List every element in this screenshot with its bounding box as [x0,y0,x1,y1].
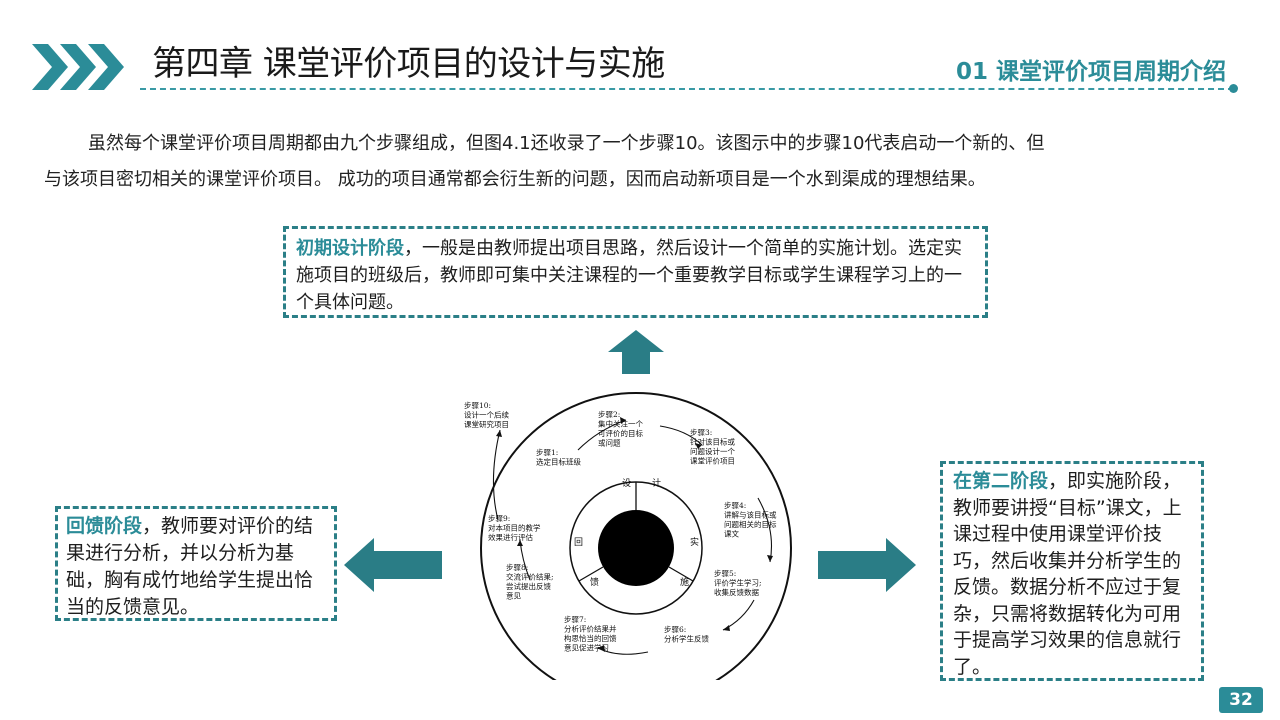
box-text: ，教师要对评价的结果进行分析，并以分析为基础，胸有成竹地给学生提出恰当的反馈意见… [66,515,314,618]
arrow-left-icon [344,538,442,592]
cycle-step-4: 步骤4:讲解与该目标或问题相关的目标课文 [724,501,777,539]
cycle-step-line: 尝试提出反馈 [506,581,551,591]
box-highlight: 回馈阶段 [66,515,143,537]
cycle-step-line: 步骤4: [724,501,746,510]
cycle-step-line: 步骤2: [598,410,620,419]
cycle-step-line: 对本项目的教学 [488,523,541,533]
cycle-step-9: 步骤9:对本项目的教学效果进行评估 [488,514,541,542]
arrow-up-icon [608,330,664,374]
initial-design-stage-box: 初期设计阶段，一般是由教师提出项目思路，然后设计一个简单的实施计划。选定实施项目… [283,226,988,318]
cycle-step-line: 或问题 [598,438,621,448]
cycle-step-6: 步骤6:分析学生反馈 [664,625,709,644]
box-highlight: 初期设计阶段 [296,238,404,259]
implementation-stage-box: 在第二阶段，即实施阶段，教师要讲授“目标”课文，上课过程中使用课堂评价技巧，然后… [940,461,1204,681]
cycle-step-line: 构思恰当的回馈 [564,633,617,643]
cycle-step-line: 针对该目标或 [690,437,735,447]
feedback-stage-box: 回馈阶段，教师要对评价的结果进行分析，并以分析为基础，胸有成竹地给学生提出恰当的… [55,506,337,621]
box-text: ，一般是由教师提出项目思路，然后设计一个简单的实施计划。选定实施项目的班级后，教… [296,238,962,313]
chevron-decoration-icon [32,44,124,90]
cycle-step-line: 步骤6: [664,625,686,634]
cycle-step-line: 步骤7: [564,615,586,624]
center-label-impl-1: 实 [690,536,699,548]
center-disc [598,510,674,586]
outer-circle [480,392,792,680]
cycle-step-10: 步骤10:设计一个后续课堂研究项目 [464,401,509,429]
cycle-step-line: 分析评价结果并 [564,624,617,634]
cycle-step-8: 步骤8:交流评价结果;尝试提出反馈意见 [506,563,554,601]
center-label-fb-2: 馈 [590,576,599,588]
center-label-fb-1: 回 [574,537,583,548]
header-divider [140,88,1234,90]
cycle-step-line: 交流评价结果; [506,572,554,582]
cycle-step-line: 收集反馈数据 [714,587,759,597]
cycle-step-3: 步骤3:针对该目标或问题设计一个课堂评价项目 [690,428,735,466]
cycle-step-5: 步骤5:评价学生学习;收集反馈数据 [714,569,762,597]
cycle-step-line: 集中关注一个 [598,419,643,429]
cycle-step-line: 评价学生学习; [714,578,762,588]
cycle-step-line: 课堂研究项目 [464,419,509,429]
cycle-step-line: 问题相关的目标 [724,519,777,529]
box-highlight: 在第二阶段 [953,470,1049,492]
cycle-step-line: 意见 [506,591,521,601]
intro-line-2: 与该项目密切相关的课堂评价项目。 成功的项目通常都会衍生新的问题，因而启动新项目… [44,169,986,190]
project-cycle-diagram: 设 计 实 施 回 馈 步骤1:选定目标班级步骤2:集中关注一个可评价的目标或问… [464,392,792,680]
cycle-step-1: 步骤1:选定目标班级 [536,448,581,467]
cycle-step-line: 步骤5: [714,569,736,578]
cycle-step-7: 步骤7:分析评价结果并构思恰当的回馈意见促进学习 [564,615,617,653]
cycle-step-line: 问题设计一个 [690,446,735,456]
page-number: 32 [1219,687,1263,713]
cycle-step-line: 步骤10: [464,401,491,410]
cycle-step-line: 课文 [724,529,739,539]
cycle-step-line: 步骤9: [488,514,510,523]
divider-dot [1229,84,1238,93]
cycle-step-line: 步骤1: [536,448,558,457]
center-label-design-2: 计 [652,477,661,489]
intro-paragraph: 虽然每个课堂评价项目周期都由九个步骤组成，但图4.1还收录了一个步骤10。该图示… [44,126,1240,198]
page-title: 第四章 课堂评价项目的设计与实施 [152,44,665,84]
cycle-step-2: 步骤2:集中关注一个可评价的目标或问题 [598,410,643,448]
cycle-step-line: 选定目标班级 [536,457,581,467]
box-text: ，即实施阶段，教师要讲授“目标”课文，上课过程中使用课堂评价技巧，然后收集并分析… [953,470,1182,678]
center-label-design-1: 设 [622,478,631,489]
cycle-step-line: 意见促进学习 [564,643,609,653]
arrow-right-icon [818,538,916,592]
cycle-step-line: 效果进行评估 [488,532,533,542]
section-subtitle: 01 课堂评价项目周期介绍 [955,59,1226,85]
cycle-step-line: 可评价的目标 [598,428,643,438]
cycle-step-line: 步骤3: [690,428,712,437]
intro-line-1: 虽然每个课堂评价项目周期都由九个步骤组成，但图4.1还收录了一个步骤10。该图示… [88,133,1045,154]
cycle-step-line: 分析学生反馈 [664,634,709,644]
cycle-step-line: 课堂评价项目 [690,456,735,466]
cycle-step-line: 讲解与该目标或 [724,510,777,520]
cycle-step-line: 设计一个后续 [464,410,509,420]
center-label-impl-2: 施 [680,576,689,588]
cycle-step-line: 步骤8: [506,563,528,572]
